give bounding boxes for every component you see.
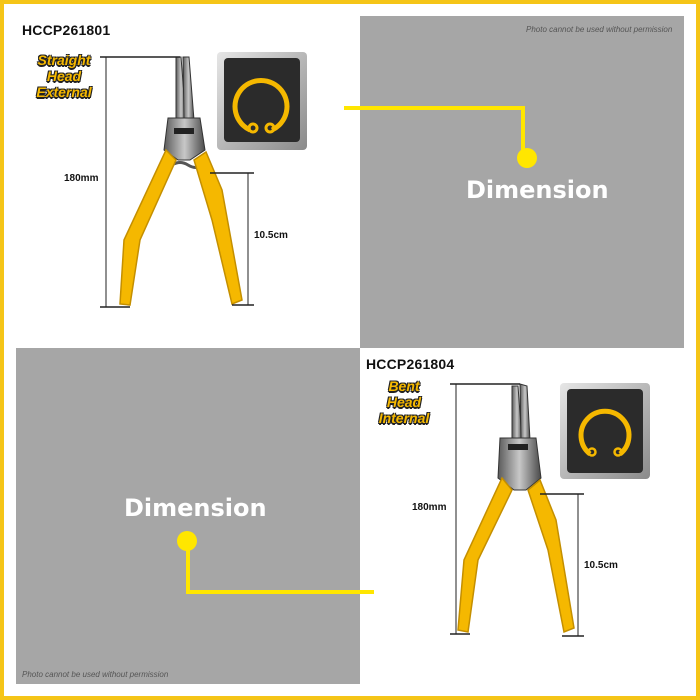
top-product-code: HCCP261801	[22, 22, 111, 38]
internal-circlip-icon	[560, 383, 650, 479]
panel-top-right	[360, 16, 684, 348]
external-circlip-icon	[217, 52, 307, 150]
top-permission-notice: Photo cannot be used without permission	[526, 25, 673, 34]
bottom-pliers-image	[457, 383, 575, 634]
bottom-length-handle: 10.5cm	[584, 560, 618, 571]
top-dimension-title: Dimension	[466, 176, 609, 204]
bottom-dimension-lines	[450, 383, 584, 637]
top-length-handle: 10.5cm	[254, 230, 288, 241]
top-length-total: 180mm	[64, 173, 99, 184]
top-tagline-line-2: Head	[46, 68, 82, 84]
bottom-tagline-line-3: Internal	[378, 410, 430, 426]
top-connector	[344, 106, 537, 168]
bottom-permission-notice: Photo cannot be used without permission	[22, 670, 169, 679]
panel-bottom-left	[16, 348, 360, 684]
bottom-connector	[177, 531, 374, 594]
bottom-tagline-line-2: Head	[386, 394, 422, 410]
top-dimension-lines	[100, 56, 254, 308]
top-tagline-line-3: External	[36, 84, 92, 100]
top-pliers-image	[119, 56, 243, 306]
bottom-tagline-line-1: Bent	[388, 378, 420, 394]
bottom-product-code: HCCP261804	[366, 356, 455, 372]
top-tagline: Straight Head External	[24, 52, 104, 100]
bottom-length-total: 180mm	[412, 502, 447, 513]
top-tagline-line-1: Straight	[37, 52, 91, 68]
bottom-tagline: Bent Head Internal	[366, 378, 442, 426]
bottom-dimension-title: Dimension	[124, 494, 267, 522]
